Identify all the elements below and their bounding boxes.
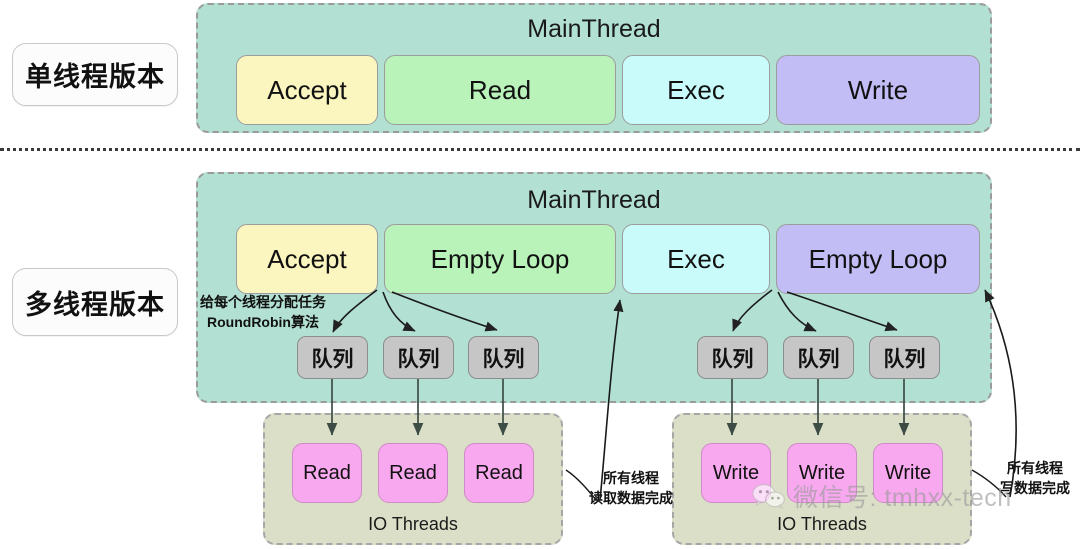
annotation-write-done-line2: 写数据完成 — [1000, 480, 1070, 497]
annotation-round-robin-line2: RoundRobin算法 — [207, 314, 319, 331]
stage-box-exec-multi[interactable]: Exec — [622, 224, 770, 294]
mainthread-title-single: MainThread — [527, 15, 661, 43]
queue-box[interactable]: 队列 — [383, 336, 454, 379]
io-threads-title: IO Threads — [777, 514, 867, 534]
annotation-read-done: 所有线程 读取数据完成 — [589, 468, 673, 509]
stage-row-multi: Accept Empty Loop Exec Empty Loop — [236, 224, 980, 294]
section-divider — [0, 148, 1080, 151]
queue-box[interactable]: 队列 — [697, 336, 768, 379]
stage-box-empty-loop-write[interactable]: Empty Loop — [776, 224, 980, 294]
io-worker-read[interactable]: Read — [378, 443, 448, 503]
io-worker-read[interactable]: Read — [464, 443, 534, 503]
mainthread-title-multi: MainThread — [527, 186, 661, 214]
io-worker-write[interactable]: Write — [873, 443, 943, 503]
version-label-single-thread: 单线程版本 — [12, 43, 178, 106]
mainthread-container-single: MainThread Accept Read Exec Write — [196, 3, 992, 133]
annotation-read-done-line2: 读取数据完成 — [589, 490, 673, 507]
annotation-round-robin: 给每个线程分配任务 RoundRobin算法 — [200, 292, 326, 333]
watermark-text: 微信号: tmhxx-tech — [793, 484, 1012, 512]
io-worker-write[interactable]: Write — [787, 443, 857, 503]
stage-box-read[interactable]: Read — [384, 55, 616, 125]
stage-box-accept[interactable]: Accept — [236, 55, 378, 125]
watermark: 微信号: tmhxx-tech — [752, 478, 1012, 514]
stage-box-write[interactable]: Write — [776, 55, 980, 125]
wechat-icon — [752, 483, 785, 509]
annotation-write-done-line1: 所有线程 — [1007, 460, 1063, 476]
io-threads-group-read: Read Read Read IO Threads — [263, 413, 563, 545]
stage-row-single: Accept Read Exec Write — [236, 55, 980, 125]
queue-box[interactable]: 队列 — [783, 336, 854, 379]
stage-box-exec[interactable]: Exec — [622, 55, 770, 125]
stage-box-empty-loop-read[interactable]: Empty Loop — [384, 224, 616, 294]
io-threads-title: IO Threads — [368, 514, 458, 534]
annotation-round-robin-line1: 给每个线程分配任务 — [200, 294, 326, 310]
version-label-multi-thread: 多线程版本 — [12, 268, 178, 336]
queue-box[interactable]: 队列 — [468, 336, 539, 379]
annotation-write-done: 所有线程 写数据完成 — [1000, 458, 1070, 499]
queue-box[interactable]: 队列 — [869, 336, 940, 379]
queue-box[interactable]: 队列 — [297, 336, 368, 379]
io-worker-list-read: Read Read Read — [265, 443, 561, 503]
io-worker-read[interactable]: Read — [292, 443, 362, 503]
io-worker-list-write: Write Write Write — [674, 443, 970, 503]
annotation-read-done-line1: 所有线程 — [603, 470, 659, 486]
stage-box-accept-multi[interactable]: Accept — [236, 224, 378, 294]
